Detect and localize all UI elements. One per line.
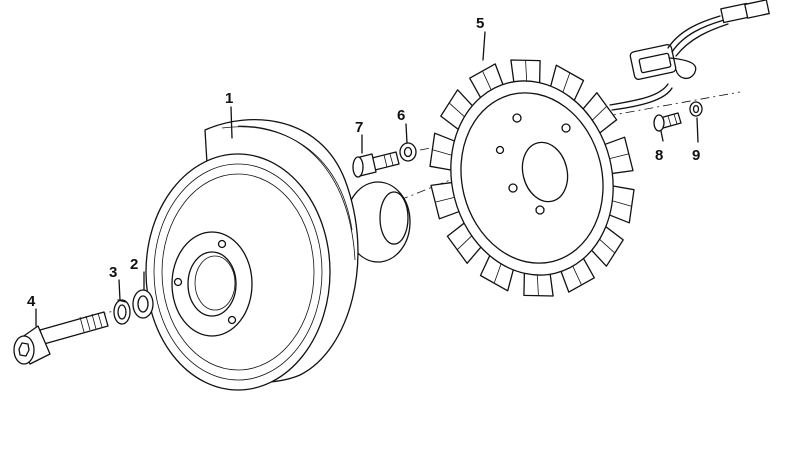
part-label-6: 6 xyxy=(397,107,405,124)
part-label-1: 1 xyxy=(225,90,233,107)
part-label-7: 7 xyxy=(355,119,363,136)
stator-pole-edge xyxy=(449,103,467,119)
part-label-3: 3 xyxy=(109,264,117,281)
stator-pole-edge xyxy=(610,200,632,207)
washer[interactable] xyxy=(689,101,703,117)
screw[interactable] xyxy=(653,112,682,132)
leader-lines xyxy=(35,31,699,327)
part-label-5: 5 xyxy=(476,15,484,32)
part-label-8: 8 xyxy=(655,147,663,164)
part-label-2: 2 xyxy=(130,256,138,273)
washer[interactable] xyxy=(399,142,417,162)
hex-bolt[interactable] xyxy=(352,151,400,178)
rotor[interactable] xyxy=(145,119,411,391)
stator-pole-edge xyxy=(494,261,503,283)
stator-pole-edge xyxy=(608,153,629,160)
stator-pole-edge xyxy=(590,106,607,122)
stator-pole-edge xyxy=(561,73,570,95)
spring-washer[interactable] xyxy=(113,299,131,325)
part-label-9: 9 xyxy=(692,147,700,164)
stator-pole-edge xyxy=(435,196,456,203)
stator-pole-edge xyxy=(457,234,474,250)
washer[interactable] xyxy=(132,289,154,319)
socket-head-bolt[interactable] xyxy=(13,311,109,365)
stator-pole-edge xyxy=(432,149,454,156)
wire-harness xyxy=(609,0,770,111)
stator-pole-edge xyxy=(597,237,615,253)
part-labels: 1 2 3 4 5 6 7 8 9 xyxy=(27,15,700,310)
part-label-4: 4 xyxy=(27,293,36,310)
stator[interactable] xyxy=(429,59,635,297)
